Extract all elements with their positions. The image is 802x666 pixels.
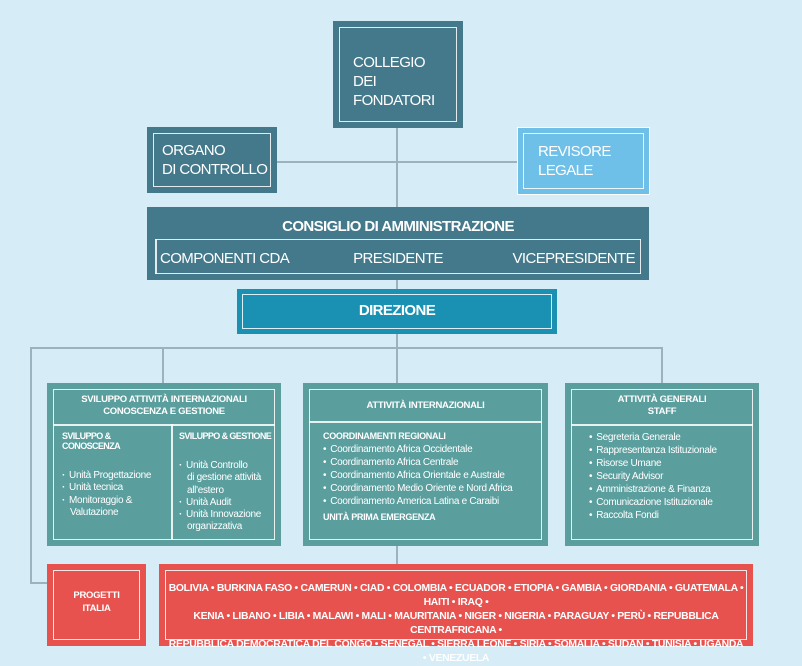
connector-left-vertical bbox=[30, 347, 32, 583]
attivita-int-item: Coordinamento Africa Orientale e Austral… bbox=[323, 469, 543, 482]
attivita-gen-item: Comunicazione Istituzionale bbox=[589, 496, 754, 509]
attivita-gen-item: Raccolta Fondi bbox=[589, 509, 754, 522]
organo-line1: ORGANO bbox=[162, 142, 226, 159]
attivita-gen-list: Segreteria Generale Rappresentanza Istit… bbox=[589, 431, 754, 522]
sviluppo-col2: SVILUPPO & GESTIONE Unità Controllo di g… bbox=[179, 431, 279, 534]
organo-line2: DI CONTROLLO bbox=[162, 161, 268, 178]
sviluppo-col1-item: Monitoraggio & bbox=[62, 495, 170, 507]
attivita-gen-item: Rappresentanza Istituzionale bbox=[589, 444, 754, 457]
connector-collegio-organo bbox=[270, 161, 397, 163]
connector-left-to-progetti bbox=[30, 582, 48, 584]
countries-line3: REPUBBLICA DEMOCRATICA DEL CONGO • SENEG… bbox=[168, 639, 744, 664]
consiglio-title: CONSIGLIO DI AMMINISTRAZIONE bbox=[282, 218, 514, 235]
sviluppo-col1-heading: SVILUPPO & CONOSCENZA bbox=[62, 431, 121, 451]
connector-direzione-down bbox=[396, 333, 398, 348]
attivita-gen-item: Segreteria Generale bbox=[589, 431, 754, 444]
collegio-line1: COLLEGIO bbox=[353, 54, 426, 71]
sviluppo-title-divider bbox=[53, 424, 275, 426]
progetti-italia-box: PROGETTI ITALIA bbox=[47, 564, 146, 646]
sviluppo-col2-heading: SVILUPPO & GESTIONE bbox=[179, 431, 272, 441]
attivita-internazionali-box: ATTIVITÀ INTERNAZIONALI COORDINAMENTI RE… bbox=[303, 383, 548, 546]
collegio-dei-fondatori-box: COLLEGIO DEI FONDATORI bbox=[333, 21, 463, 128]
sviluppo-col2-item: Unità Innovazione bbox=[179, 509, 279, 521]
sviluppo-col2-item: all'estero bbox=[187, 484, 224, 496]
revisore-line2: LEGALE bbox=[538, 162, 593, 179]
attivita-int-title: ATTIVITÀ INTERNAZIONALI bbox=[366, 400, 485, 411]
countries-line2: KENIA • LIBANO • LIBIA • MALAWI • MALI •… bbox=[193, 611, 719, 636]
sviluppo-col2-item: organizzativa bbox=[187, 521, 243, 533]
consiglio-member-vicepresidente: VICEPRESIDENTE bbox=[512, 250, 636, 267]
sviluppo-col1-item: Valutazione bbox=[70, 506, 119, 518]
attivita-gen-item: Security Advisor bbox=[589, 470, 754, 483]
sviluppo-column-divider bbox=[171, 424, 173, 540]
collegio-line2: DEI FONDATORI bbox=[353, 73, 435, 109]
revisore-line1: REVISORE bbox=[538, 143, 611, 160]
connector-spine-top bbox=[396, 128, 398, 208]
consiglio-member-presidente: PRESIDENTE bbox=[353, 250, 443, 267]
sviluppo-col1: SVILUPPO & CONOSCENZA Unità Progettazion… bbox=[62, 431, 170, 519]
attivita-int-title-divider bbox=[309, 421, 542, 423]
progetti-line1: PROGETTI bbox=[73, 590, 120, 601]
attivita-int-footer: UNITÀ PRIMA EMERGENZA bbox=[323, 512, 436, 522]
attivita-int-item: Coordinamento Africa Occidentale bbox=[323, 443, 543, 456]
connector-attivita-int bbox=[396, 347, 398, 384]
sviluppo-col1-item: Unità tecnica bbox=[62, 482, 170, 494]
attivita-gen-item: Amministrazione & Finanza bbox=[589, 483, 754, 496]
revisore-legale-box: REVISORE LEGALE bbox=[517, 127, 650, 195]
consiglio-di-amministrazione-box: CONSIGLIO DI AMMINISTRAZIONE COMPONENTI … bbox=[147, 207, 649, 280]
attivita-int-item: Coordinamento Africa Centrale bbox=[323, 456, 543, 469]
direzione-title: DIREZIONE bbox=[358, 302, 436, 319]
sviluppo-col1-item: Unità Progettazione bbox=[62, 470, 170, 482]
sviluppo-col2-item: Unità Audit bbox=[179, 497, 279, 509]
attivita-generali-box: ATTIVITÀ GENERALI STAFF Segreteria Gener… bbox=[565, 383, 759, 546]
sviluppo-attivita-box: SVILUPPO ATTIVITÀ INTERNAZIONALI CONOSCE… bbox=[47, 383, 281, 546]
connector-cda-direzione bbox=[396, 279, 398, 291]
connector-attivita-countries bbox=[396, 545, 398, 566]
countries-line1: BOLIVIA • BURKINA FASO • CAMERUN • CIAD … bbox=[168, 583, 744, 608]
attivita-gen-item: Risorse Umane bbox=[589, 457, 754, 470]
attivita-gen-title-divider bbox=[571, 424, 753, 426]
sviluppo-title-line2: CONOSCENZA E GESTIONE bbox=[103, 406, 225, 417]
attivita-int-item: Coordinamento Medio Oriente e Nord Afric… bbox=[323, 482, 543, 495]
consiglio-member-componenti: COMPONENTI CDA bbox=[160, 250, 290, 267]
sviluppo-col2-item: Unità Controllo bbox=[179, 460, 279, 472]
countries-box: BOLIVIA • BURKINA FASO • CAMERUN • CIAD … bbox=[159, 564, 753, 664]
connector-attivita-gen bbox=[661, 347, 663, 384]
attivita-int-section-heading: COORDINAMENTI REGIONALI bbox=[323, 431, 446, 441]
attivita-int-item: Coordinamento America Latina e Caraibi bbox=[323, 495, 543, 508]
connector-sviluppo bbox=[162, 347, 164, 384]
organo-di-controllo-box: ORGANO DI CONTROLLO bbox=[147, 127, 277, 193]
sviluppo-title-line1: SVILUPPO ATTIVITÀ INTERNAZIONALI bbox=[81, 394, 247, 405]
direzione-box: DIREZIONE bbox=[237, 289, 557, 334]
attivita-gen-title-line1: ATTIVITÀ GENERALI bbox=[617, 394, 707, 405]
progetti-line2: ITALIA bbox=[82, 603, 111, 614]
sviluppo-col2-item: di gestione attività bbox=[187, 472, 262, 484]
attivita-gen-title-line2: STAFF bbox=[647, 406, 677, 417]
attivita-int-content: COORDINAMENTI REGIONALI Coordinamento Af… bbox=[323, 431, 543, 522]
connector-collegio-revisore bbox=[397, 161, 518, 163]
connector-horizontal-branch bbox=[30, 347, 663, 349]
